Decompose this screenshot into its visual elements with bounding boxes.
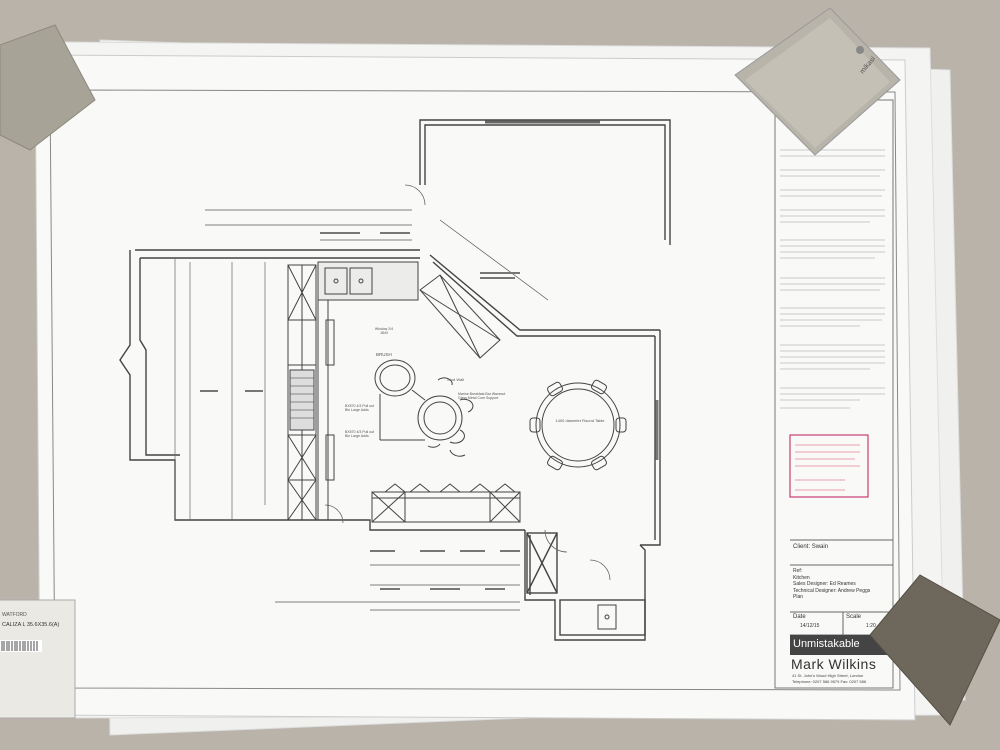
door-swings [324, 184, 611, 581]
bottom-left-tile-top: WATFORD [2, 612, 27, 618]
scale-value: 1:20 [866, 623, 876, 629]
client-row: Client: Swain [793, 544, 828, 550]
floor-plan [119, 119, 671, 641]
breakfast-bar [374, 359, 474, 457]
elevation-dimensions [174, 258, 266, 520]
breakfast-bar-label: Marine Breakfast Bar Wavecut Glass Metal… [458, 392, 506, 400]
brand-tagline: Unmistakable [793, 638, 860, 650]
bottom-left-tile-code: CALIZA L 35.6X35.6(A) [2, 622, 60, 628]
bottom-dimensions [275, 564, 520, 611]
date-label: Date [793, 614, 806, 620]
annotation-text-marks [200, 232, 520, 590]
stamp-lines [795, 444, 860, 491]
brush-label: BRUSH [376, 352, 392, 357]
brand-name: Mark Wilkins [791, 656, 877, 672]
approval-stamp [789, 434, 869, 498]
ref-label: Ref: [793, 568, 803, 574]
pull-out-bin-label-1: BX570 4/3 Pull out Bin Large Adds [345, 404, 374, 412]
date-value: 14/12/15 [800, 623, 820, 629]
angled-unit [419, 274, 501, 359]
bottom-run [371, 483, 521, 523]
sample-tile-bottom-left [0, 599, 76, 719]
tall-units [287, 264, 335, 521]
telephone: Telephone: 0207 586 9579 Fax: 0207 586 [792, 679, 867, 684]
top-dimensions [205, 209, 549, 301]
ref-block: Ref: Kitchen Sales Designer: Ed Reames T… [793, 568, 870, 601]
main-sheet [34, 54, 916, 721]
round-dining-table [529, 379, 627, 471]
pull-out-bin-label-2: BX570 4/3 Pull out Bin Large Adds [345, 430, 374, 438]
brand-band [790, 635, 893, 655]
scale-label: Scale [846, 614, 862, 620]
lower-sink [597, 604, 617, 630]
sample-tile-top-left [0, 24, 96, 151]
sample-tile-bottom-right [869, 574, 1000, 726]
client-value: Swain [811, 544, 829, 550]
room-name: Kitchen [793, 574, 810, 581]
sales-designer: Sales Designer: Ed Reames [793, 581, 856, 587]
round-table-label: 1400 diameter Round Table [555, 418, 605, 423]
sink-run [317, 261, 419, 301]
address: 41 St. John's Wood High Street, London [792, 673, 864, 678]
plan-label: Plan [793, 594, 804, 600]
client-label: Client: [793, 544, 811, 550]
window-label: Window 2/4 1840 [374, 327, 394, 335]
technical-designer: Technical Designer: Andrew Peggs [793, 587, 871, 594]
notes-text [780, 149, 885, 409]
sample-tile-top-right [734, 7, 901, 156]
drawing-border [49, 89, 901, 691]
stud-wall-label: Stud Wall [447, 377, 464, 382]
